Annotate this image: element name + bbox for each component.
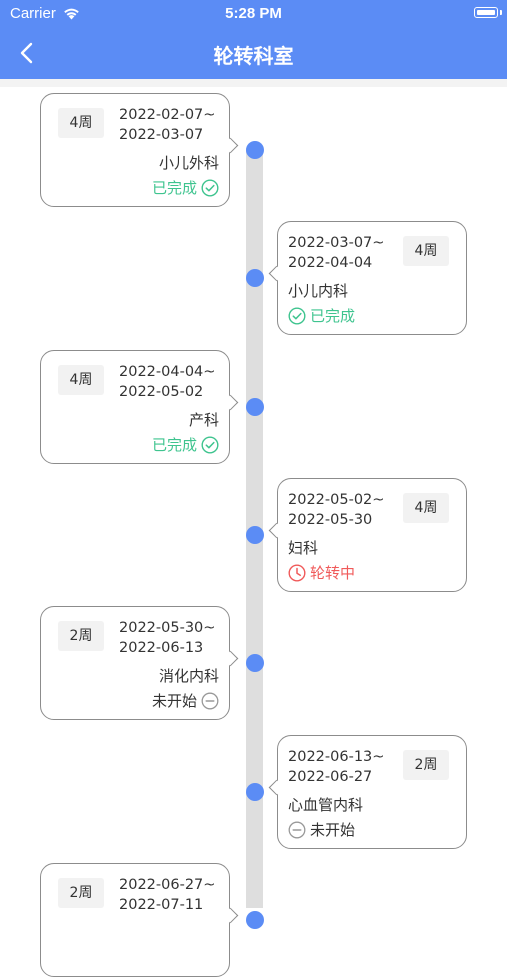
page-title: 轮转科室 bbox=[213, 44, 294, 68]
status-bar: Carrier 5:28 PM bbox=[0, 0, 507, 28]
card-pointer bbox=[268, 522, 285, 539]
weeks-badge: 2周 bbox=[403, 750, 449, 780]
check-circle-icon bbox=[201, 178, 219, 197]
weeks-badge: 4周 bbox=[58, 108, 104, 138]
timeline-dot bbox=[246, 269, 264, 287]
rotation-card[interactable]: 4周 2022-04-04~ 2022-05-02 产科已完成 bbox=[40, 350, 239, 464]
card-pointer bbox=[268, 265, 285, 282]
check-circle-icon bbox=[288, 306, 306, 325]
chevron-left-icon[interactable] bbox=[14, 40, 42, 68]
card-pointer bbox=[222, 650, 239, 667]
battery-icon bbox=[474, 7, 498, 18]
clock-time: 5:28 PM bbox=[225, 5, 282, 22]
navigation-bar: 轮转科室 bbox=[0, 28, 507, 79]
end-date: 2022-07-11 bbox=[119, 897, 204, 913]
start-date: 2022-03-07~ bbox=[288, 235, 385, 251]
battery-tip bbox=[500, 10, 502, 15]
start-date: 2022-02-07~ bbox=[119, 107, 216, 123]
start-date: 2022-04-04~ bbox=[119, 364, 216, 380]
department-name: 小儿内科 bbox=[288, 282, 349, 300]
status-label: 已完成 bbox=[310, 307, 356, 325]
wifi-icon bbox=[63, 5, 80, 24]
department-name: 妇科 bbox=[288, 539, 319, 557]
timeline-dot bbox=[246, 141, 264, 159]
end-date: 2022-03-07 bbox=[119, 127, 204, 143]
date-range: 2022-05-30~ 2022-06-13 bbox=[119, 618, 215, 658]
status-label: 轮转中 bbox=[310, 564, 356, 582]
end-date: 2022-05-02 bbox=[119, 384, 204, 400]
header-divider bbox=[0, 79, 507, 87]
clock-icon bbox=[288, 563, 306, 582]
date-range: 2022-06-27~ 2022-07-11 bbox=[119, 875, 215, 915]
date-range: 2022-05-02~ 2022-05-30 bbox=[288, 490, 384, 530]
timeline-dot bbox=[246, 654, 264, 672]
status-badge: 已完成 bbox=[288, 305, 355, 326]
start-date: 2022-05-30~ bbox=[119, 620, 216, 636]
carrier-label: Carrier bbox=[10, 5, 56, 22]
weeks-badge: 2周 bbox=[58, 878, 104, 908]
timeline-dot bbox=[246, 783, 264, 801]
end-date: 2022-06-13 bbox=[119, 640, 204, 656]
start-date: 2022-06-27~ bbox=[119, 877, 216, 893]
rotation-card[interactable]: 2周 2022-06-13~ 2022-06-27 心血管内科未开始 bbox=[268, 735, 467, 849]
date-range: 2022-06-13~ 2022-06-27 bbox=[288, 747, 384, 787]
card-pointer bbox=[222, 137, 239, 154]
card-pointer bbox=[268, 779, 285, 796]
date-range: 2022-02-07~ 2022-03-07 bbox=[119, 105, 215, 145]
status-label: 未开始 bbox=[151, 692, 197, 710]
start-date: 2022-06-13~ bbox=[288, 749, 385, 765]
end-date: 2022-05-30 bbox=[288, 512, 373, 528]
status-badge: 未开始 bbox=[152, 690, 219, 711]
rotation-card[interactable]: 4周 2022-03-07~ 2022-04-04 小儿内科已完成 bbox=[268, 221, 467, 335]
status-label: 已完成 bbox=[151, 436, 197, 454]
department-name: 小儿外科 bbox=[158, 154, 219, 172]
rotation-card[interactable]: 2周 2022-06-27~ 2022-07-11 bbox=[40, 863, 239, 977]
status-badge: 已完成 bbox=[152, 177, 219, 198]
department-name: 消化内科 bbox=[158, 667, 219, 685]
rotation-card[interactable]: 4周 2022-02-07~ 2022-03-07 小儿外科已完成 bbox=[40, 93, 239, 207]
card-pointer bbox=[222, 907, 239, 924]
minus-circle-icon bbox=[201, 692, 219, 709]
card-pointer bbox=[222, 394, 239, 411]
department-name: 产科 bbox=[188, 411, 219, 429]
weeks-badge: 4周 bbox=[403, 236, 449, 266]
minus-circle-icon bbox=[288, 821, 306, 838]
check-circle-icon bbox=[201, 435, 219, 454]
timeline-dot bbox=[246, 526, 264, 544]
end-date: 2022-04-04 bbox=[288, 255, 373, 271]
date-range: 2022-04-04~ 2022-05-02 bbox=[119, 362, 215, 402]
status-badge: 轮转中 bbox=[288, 562, 355, 583]
status-label: 未开始 bbox=[310, 821, 356, 839]
rotation-card[interactable]: 4周 2022-05-02~ 2022-05-30 妇科轮转中 bbox=[268, 478, 467, 592]
status-badge: 未开始 bbox=[288, 819, 355, 840]
start-date: 2022-05-02~ bbox=[288, 492, 385, 508]
weeks-badge: 4周 bbox=[403, 493, 449, 523]
status-badge: 已完成 bbox=[152, 434, 219, 455]
timeline-dot bbox=[246, 398, 264, 416]
weeks-badge: 4周 bbox=[58, 365, 104, 395]
timeline-dot bbox=[246, 911, 264, 929]
rotation-card[interactable]: 2周 2022-05-30~ 2022-06-13 消化内科未开始 bbox=[40, 606, 239, 720]
end-date: 2022-06-27 bbox=[288, 769, 373, 785]
date-range: 2022-03-07~ 2022-04-04 bbox=[288, 233, 384, 273]
department-name: 心血管内科 bbox=[288, 796, 364, 814]
status-label: 已完成 bbox=[151, 179, 197, 197]
weeks-badge: 2周 bbox=[58, 621, 104, 651]
